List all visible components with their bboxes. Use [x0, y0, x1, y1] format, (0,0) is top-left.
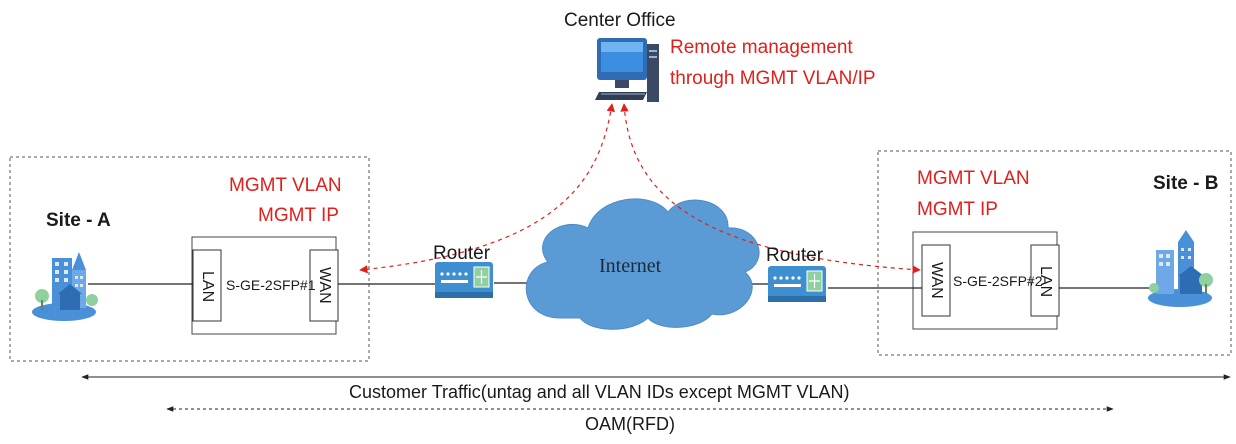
internet-label: Internet [599, 255, 662, 277]
remote-management-line2: through MGMT VLAN/IP [670, 68, 876, 89]
site-a-buildings-icon [32, 252, 98, 321]
site-a-name: Site - A [46, 210, 111, 231]
device-a-name: S-GE-2SFP#1 [226, 277, 316, 293]
remote-management-line1: Remote management [670, 37, 853, 58]
device-a-lan-port [192, 249, 222, 322]
site-a-mgmt-vlan: MGMT VLAN [229, 175, 342, 196]
computer-icon [595, 38, 659, 102]
site-b-buildings-icon [1148, 230, 1213, 307]
mgmt-arrow-site-b [620, 103, 921, 274]
device-b-lan-port [1030, 244, 1060, 317]
device-a-wan-port [309, 249, 339, 322]
device-b-wan-port [921, 244, 951, 317]
site-b-mgmt-ip: MGMT IP [917, 199, 998, 220]
customer-traffic-label: Customer Traffic(untag and all VLAN IDs … [349, 382, 850, 402]
oam-label: OAM(RFD) [585, 414, 675, 434]
router-left-label: Router [433, 243, 491, 264]
device-a-lan-label: LAN [199, 271, 216, 303]
router-right-label: Router [766, 245, 824, 266]
router-left-icon [435, 262, 493, 298]
mgmt-arrow-site-a [359, 103, 615, 274]
site-a-mgmt-ip: MGMT IP [258, 205, 339, 226]
site-b-name: Site - B [1153, 173, 1219, 194]
center-office-title: Center Office [564, 10, 676, 31]
site-b-boundary [877, 150, 1232, 356]
device-b-lan-label: LAN [1037, 266, 1054, 298]
device-b-name: S-GE-2SFP#2 [953, 273, 1043, 289]
site-b-mgmt-vlan: MGMT VLAN [917, 168, 1030, 189]
router-right-icon [768, 266, 826, 302]
device-a-wan-label: WAN [316, 267, 333, 304]
device-b-wan-label: WAN [928, 262, 945, 299]
